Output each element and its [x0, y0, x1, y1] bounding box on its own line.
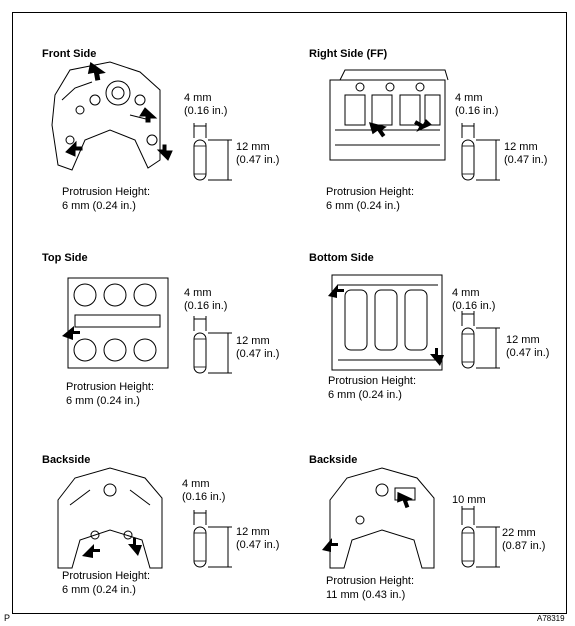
width-dim: 4 mm [184, 287, 212, 299]
bottom-pin [461, 311, 500, 369]
protrusion-value: 6 mm (0.24 in.) [328, 389, 402, 401]
protrusion-label: Protrusion Height: [326, 186, 415, 198]
top-side-arrow [62, 326, 80, 340]
width-dim: 4 mm [455, 92, 483, 104]
protrusion-label: Protrusion Height: [62, 186, 151, 198]
length-dim-inch: (0.47 in.) [236, 539, 280, 551]
length-dim: 12 mm [236, 335, 270, 347]
protrusion-label: Protrusion Height: [62, 570, 151, 582]
panel-title: Front Side [42, 48, 97, 60]
length-dim: 12 mm [236, 141, 270, 153]
width-dim-inch: (0.16 in.) [184, 105, 228, 117]
corner-mark: P [4, 613, 11, 623]
top-pin [193, 316, 232, 374]
length-dim-inch: (0.47 in.) [506, 347, 550, 359]
backside-right-pin [461, 506, 500, 568]
front-side-block [51, 61, 161, 171]
length-dim: 12 mm [506, 334, 540, 346]
length-dim-inch: (0.47 in.) [236, 348, 280, 360]
panel-title: Bottom Side [309, 252, 374, 264]
backside-right-arrows [322, 491, 413, 552]
width-dim-inch: (0.16 in.) [184, 300, 228, 312]
panel-title: Right Side (FF) [309, 48, 388, 60]
length-dim-inch: (0.47 in.) [236, 154, 280, 166]
right-side-block [329, 69, 449, 161]
protrusion-label: Protrusion Height: [328, 375, 417, 387]
width-dim: 4 mm [184, 92, 212, 104]
protrusion-value: 6 mm (0.24 in.) [62, 200, 136, 212]
bottom-side-block [331, 274, 443, 371]
panel-title: Top Side [42, 252, 88, 264]
width-dim-inch: (0.16 in.) [455, 105, 499, 117]
figure-id: A78319 [537, 614, 565, 623]
length-dim: 12 mm [504, 141, 538, 153]
length-dim-inch: (0.87 in.) [502, 540, 546, 552]
width-dim: 4 mm [182, 478, 210, 490]
protrusion-label: Protrusion Height: [326, 575, 415, 587]
panel-title: Backside [309, 454, 358, 466]
right-pin [461, 123, 500, 181]
front-side-arrows [65, 61, 173, 161]
panel-title: Backside [42, 454, 91, 466]
width-dim: 10 mm [452, 494, 486, 506]
width-dim: 4 mm [452, 287, 480, 299]
front-pin [193, 123, 232, 181]
bottom-side-arrows [328, 284, 444, 366]
top-side-block [67, 277, 169, 369]
protrusion-value: 11 mm (0.43 in.) [326, 589, 406, 601]
length-dim: 22 mm [502, 527, 536, 539]
protrusion-value: 6 mm (0.24 in.) [62, 584, 136, 596]
length-dim: 12 mm [236, 526, 270, 538]
right-side-arrows [368, 119, 432, 138]
backside-left-block [57, 467, 163, 569]
backside-left-pin [193, 510, 232, 568]
length-dim-inch: (0.47 in.) [504, 154, 548, 166]
protrusion-label: Protrusion Height: [66, 381, 155, 393]
protrusion-value: 6 mm (0.24 in.) [326, 200, 400, 212]
protrusion-value: 6 mm (0.24 in.) [66, 395, 140, 407]
backside-left-arrows [82, 538, 142, 558]
backside-right-block [329, 467, 435, 569]
figure-frame [12, 12, 567, 614]
width-dim-inch: (0.16 in.) [182, 491, 226, 503]
width-dim-inch: (0.16 in.) [452, 300, 496, 312]
